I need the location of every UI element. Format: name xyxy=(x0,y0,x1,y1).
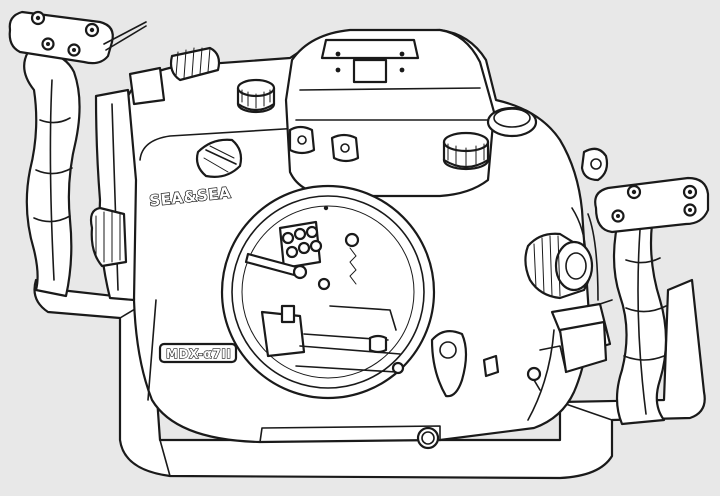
left-handle xyxy=(23,50,81,298)
button-pair-front xyxy=(288,125,360,163)
control-knob-top-left xyxy=(128,46,221,106)
left-arm-mount xyxy=(8,10,147,65)
control-knob-side-right xyxy=(524,232,594,300)
rear-door-left xyxy=(94,88,138,302)
control-knob-side-left xyxy=(89,206,128,268)
rear-latch-right xyxy=(482,302,612,391)
lens-release-lever xyxy=(430,329,468,398)
bottom-button xyxy=(416,426,440,450)
interior-mechanism xyxy=(244,220,405,375)
rear-door-right xyxy=(587,213,613,305)
viewfinder-hump xyxy=(284,28,496,198)
strap-loop-right xyxy=(580,147,609,182)
right-handle xyxy=(612,204,668,426)
model-plate: MDX-α7II xyxy=(158,342,238,364)
model-plate-text: MDX-α7II xyxy=(166,347,231,361)
strap-lug-top-right xyxy=(486,106,538,138)
top-dial-left xyxy=(236,78,276,114)
lever-knob-front-left xyxy=(195,138,243,178)
top-dial-right xyxy=(442,131,490,171)
right-arm-mount xyxy=(594,176,710,234)
